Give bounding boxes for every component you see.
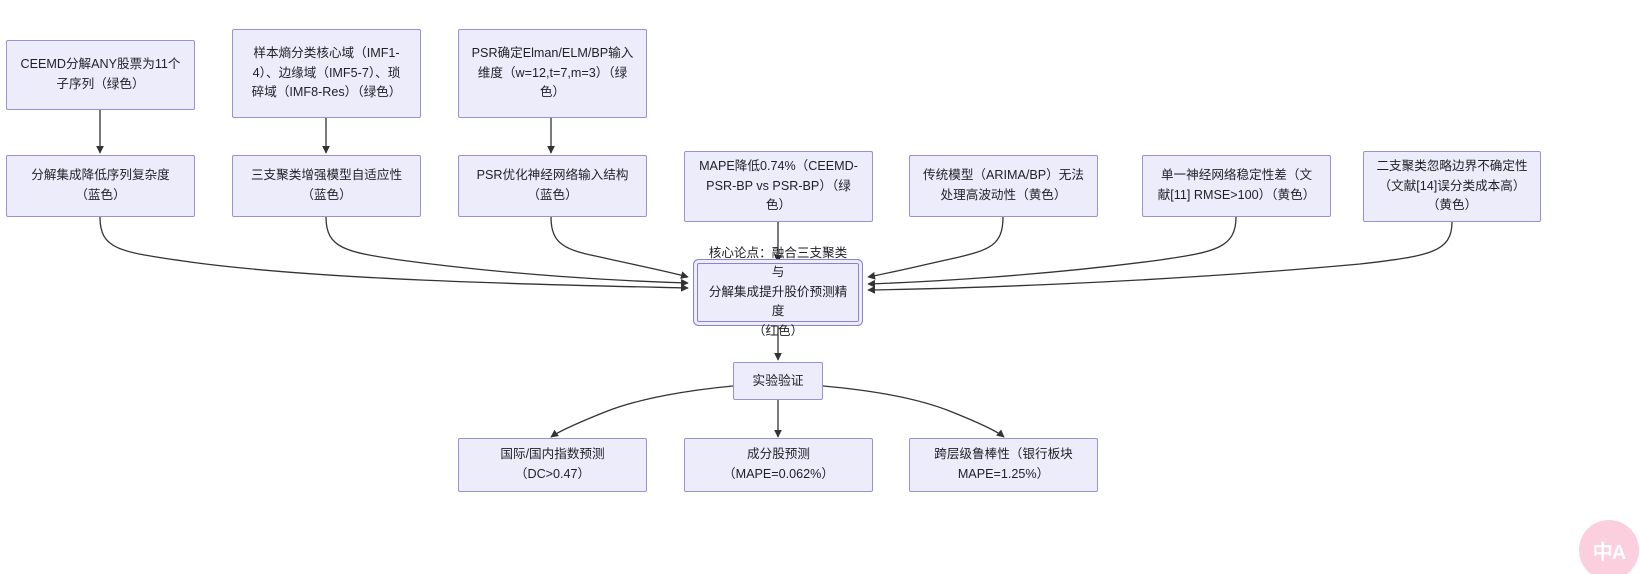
watermark-text: 中A	[1592, 541, 1626, 564]
node-method-sampen[interactable]: 样本熵分类核心域（IMF1- 4）、边缘域（IMF5-7）、琐 碎域（IMF8-…	[232, 29, 421, 118]
node-method-psr-label: PSR确定Elman/ELM/BP输入 维度（w=12,t=7,m=3）（绿 色…	[471, 46, 634, 100]
edge-twoway-to-core	[867, 221, 1453, 294]
node-gap-single-nn-label: 单一神经网络稳定性差（文 献[11] RMSE>100）（黄色）	[1157, 168, 1316, 202]
node-gap-traditional[interactable]: 传统模型（ARIMA/BP）无法 处理高波动性（黄色）	[909, 155, 1098, 217]
node-gap-twoway[interactable]: 二支聚类忽略边界不确定性 （文献[14]误分类成本高） （黄色）	[1363, 151, 1541, 222]
node-claim-threeway[interactable]: 三支聚类增强模型自适应性 （蓝色）	[232, 155, 421, 217]
node-core-claim[interactable]: 核心论点：融合三支聚类与 分解集成提升股价预测精度 （红色）	[697, 246, 859, 338]
node-gap-single-nn[interactable]: 单一神经网络稳定性差（文 献[11] RMSE>100）（黄色）	[1142, 155, 1331, 217]
node-experiment-label: 实验验证	[752, 373, 804, 389]
node-result-component[interactable]: 成分股预测 （MAPE=0.062%）	[684, 438, 873, 492]
node-method-ceemd-label: CEEMD分解ANY股票为11个 子序列（绿色）	[20, 57, 181, 91]
edge-psrclaim-to-core	[550, 216, 689, 279]
edge-decomp-to-core	[99, 216, 689, 292]
watermark-logo: 中A	[1579, 520, 1639, 574]
edge-experiment-to-result-robust	[822, 385, 1005, 438]
node-method-sampen-label: 样本熵分类核心域（IMF1- 4）、边缘域（IMF5-7）、琐 碎域（IMF8-…	[251, 46, 402, 100]
node-experiment[interactable]: 实验验证	[733, 362, 823, 400]
edge-singlenn-to-core	[867, 216, 1237, 288]
edge-threeway-to-core	[325, 216, 689, 287]
node-claim-threeway-label: 三支聚类增强模型自适应性 （蓝色）	[250, 168, 403, 202]
node-method-psr[interactable]: PSR确定Elman/ELM/BP输入 维度（w=12,t=7,m=3）（绿 色…	[458, 29, 647, 118]
node-result-component-label: 成分股预测 （MAPE=0.062%）	[723, 447, 834, 481]
node-gap-twoway-label: 二支聚类忽略边界不确定性 （文献[14]误分类成本高） （黄色）	[1376, 159, 1528, 213]
node-evidence-mape[interactable]: MAPE降低0.74%（CEEMD- PSR-BP vs PSR-BP）（绿 色…	[684, 151, 873, 222]
node-core-claim-label: 核心论点：融合三支聚类与 分解集成提升股价预测精度 （红色）	[708, 245, 848, 338]
edge-traditional-to-core	[867, 216, 1004, 280]
node-evidence-mape-label: MAPE降低0.74%（CEEMD- PSR-BP vs PSR-BP）（绿 色…	[699, 159, 858, 213]
node-claim-decomp-label: 分解集成降低序列复杂度 （蓝色）	[31, 168, 170, 202]
node-claim-decomp[interactable]: 分解集成降低序列复杂度 （蓝色）	[6, 155, 195, 217]
edge-experiment-to-result-index	[550, 385, 734, 438]
node-result-index-label: 国际/国内指数预测 （DC>0.47）	[500, 447, 605, 481]
node-result-index[interactable]: 国际/国内指数预测 （DC>0.47）	[458, 438, 647, 492]
node-method-ceemd[interactable]: CEEMD分解ANY股票为11个 子序列（绿色）	[6, 40, 195, 110]
node-result-robust[interactable]: 跨层级鲁棒性（银行板块 MAPE=1.25%）	[909, 438, 1098, 492]
node-claim-psr[interactable]: PSR优化神经网络输入结构 （蓝色）	[458, 155, 647, 217]
node-result-robust-label: 跨层级鲁棒性（银行板块 MAPE=1.25%）	[934, 447, 1073, 481]
node-gap-traditional-label: 传统模型（ARIMA/BP）无法 处理高波动性（黄色）	[923, 168, 1084, 202]
node-claim-psr-label: PSR优化神经网络输入结构 （蓝色）	[476, 168, 629, 202]
